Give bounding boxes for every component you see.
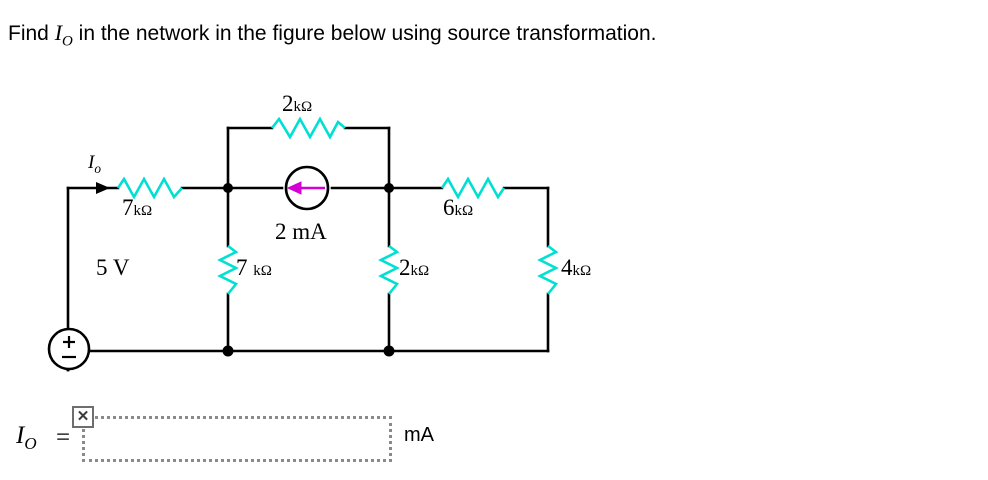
- node-dot-b-bottom: [383, 345, 395, 357]
- resistor-label-7k-series: 7kΩ: [122, 196, 152, 223]
- resistor-7k-shunt-value: 7: [236, 255, 254, 280]
- resistor-7k-series-unit: kΩ: [133, 203, 153, 219]
- voltage-source-polarity: [62, 336, 76, 359]
- resistor-4k-shunt-zigzag: [537, 244, 559, 295]
- answer-io-letter: I: [16, 422, 25, 449]
- io-branch-label: Io: [88, 152, 101, 177]
- question-suffix: in the network in the figure below using…: [72, 22, 657, 45]
- resistor-7k-series-zigzag: [116, 176, 183, 200]
- question-prefix: Find: [8, 22, 55, 45]
- resistor-2k-shunt-unit: kΩ: [410, 263, 430, 279]
- resistor-7k-series-value: 7: [122, 195, 134, 220]
- resistor-6k-value: 6: [443, 195, 455, 220]
- io-branch-letter: I: [88, 152, 95, 173]
- answer-input[interactable]: [82, 416, 392, 462]
- resistor-2k-shunt-zigzag: [378, 244, 400, 295]
- current-source-arrow-icon: [286, 181, 325, 195]
- resistor-7k-shunt-unit: kΩ: [253, 263, 272, 279]
- question-variable-letter: I: [54, 20, 63, 45]
- node-dot-b-top: [384, 183, 394, 193]
- resistor-7k-shunt-zigzag: [217, 244, 239, 295]
- circuit-svg: [47, 116, 559, 372]
- answer-io-label: IO: [16, 422, 37, 454]
- circuit-diagram: 7kΩ 2kΩ 6kΩ 7 kΩ 2kΩ 4kΩ 5 V 2 mA Io: [0, 80, 700, 380]
- node-dot-a-bottom: [222, 345, 234, 357]
- answer-unit-label: mA: [404, 424, 434, 446]
- question-prompt: Find IO in the network in the figure bel…: [8, 20, 656, 54]
- question-variable-subscript: O: [62, 33, 73, 50]
- resistor-label-4k-shunt: 4kΩ: [561, 256, 591, 283]
- answer-io-subscript: O: [24, 434, 37, 453]
- current-source-label: 2 mA: [275, 219, 327, 244]
- voltage-source-label: 5 V: [96, 255, 130, 280]
- node-dot-a-top: [223, 183, 233, 193]
- voltage-source-symbol: [47, 327, 91, 371]
- resistor-label-2k-top: 2kΩ: [282, 92, 312, 119]
- resistor-2k-top-unit: kΩ: [293, 99, 313, 115]
- resistor-2k-top-value: 2: [282, 91, 294, 116]
- resistor-6k-unit: kΩ: [454, 203, 474, 219]
- answer-equals-sign: =: [56, 424, 71, 451]
- resistor-4k-shunt-unit: kΩ: [572, 263, 592, 279]
- resistor-4k-shunt-value: 4: [561, 255, 573, 280]
- resistor-label-2k-shunt: 2kΩ: [399, 256, 429, 283]
- io-branch-subscript: o: [94, 160, 101, 176]
- question-variable-io: IO: [54, 20, 73, 49]
- resistor-label-6k: 6kΩ: [443, 196, 473, 223]
- io-arrow-icon: [96, 182, 110, 194]
- resistor-6k-zigzag: [440, 176, 506, 200]
- resistor-2k-shunt-value: 2: [399, 255, 411, 280]
- broken-image-icon: ✕: [72, 406, 94, 428]
- resistor-label-7k-shunt: 7 kΩ: [236, 256, 272, 283]
- resistor-2k-top-zigzag: [270, 116, 346, 140]
